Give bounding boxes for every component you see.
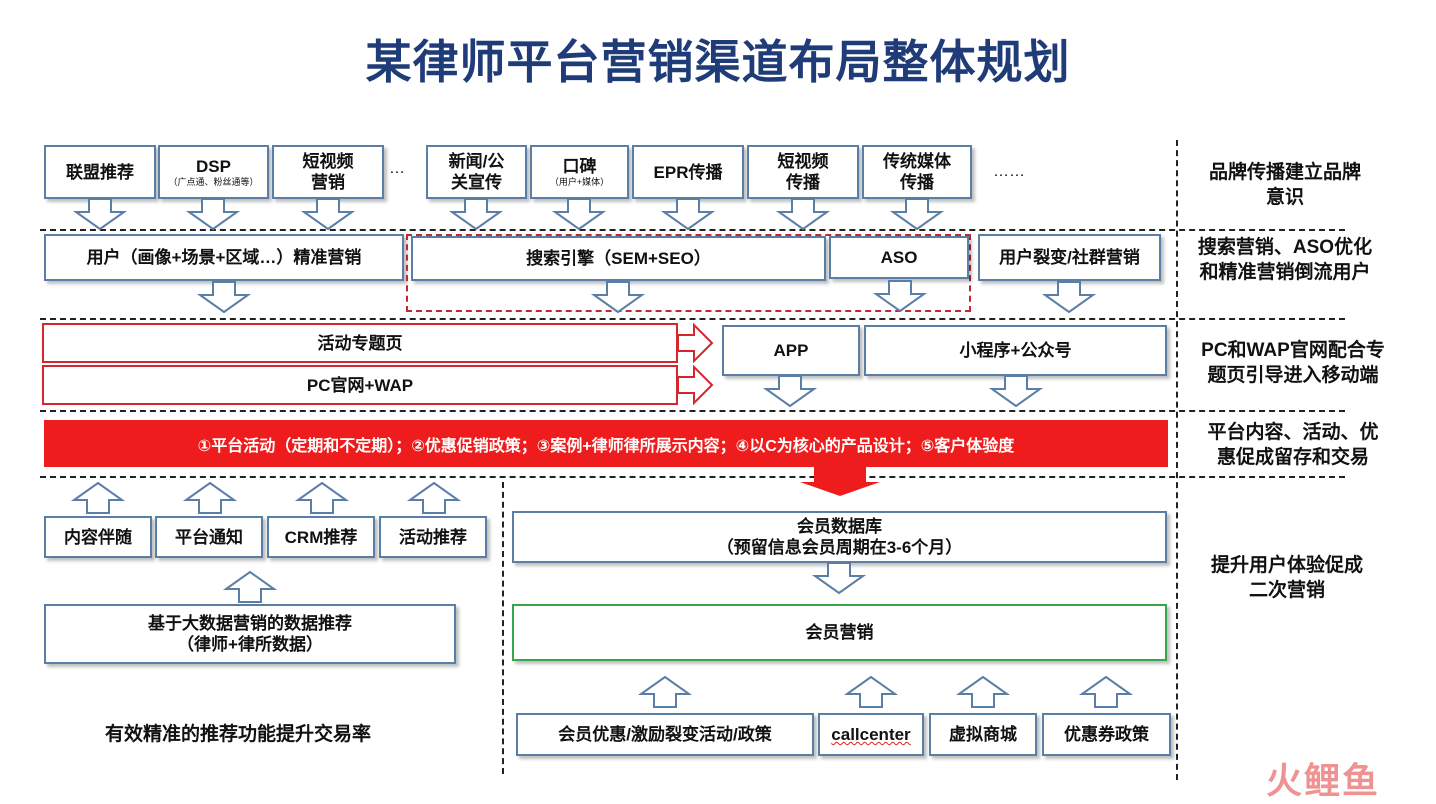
down-arrow (554, 198, 604, 230)
box-news-pr: 新闻/公 关宣传 (426, 145, 527, 199)
box-dsp-label: DSP (196, 157, 231, 176)
box-user-fission: 用户裂变/社群营销 (978, 234, 1161, 281)
box-campaign-page: 活动专题页 (42, 323, 678, 363)
ellipsis-left: … (389, 160, 405, 177)
red-down-arrow (800, 467, 880, 496)
box-aso: ASO (829, 236, 969, 279)
up-arrow (1081, 676, 1131, 708)
down-arrow (814, 562, 864, 594)
core-strategy-bar: ①平台活动（定期和不定期）；②优惠促销政策；③案例+律师律所展示内容；④以C为核… (44, 420, 1168, 467)
right-label-search: 搜索营销、ASO优化 和精准营销倒流用户 (1197, 237, 1373, 283)
box-platform-notice: 平台通知 (155, 516, 263, 558)
up-arrow (846, 676, 896, 708)
box-short-video-spread: 短视频 传播 (747, 145, 859, 199)
down-arrow (1044, 281, 1094, 313)
box-word-of-mouth-sub: （用户+媒体） (549, 177, 610, 187)
separator-bottom-vertical (502, 482, 504, 774)
up-arrow (73, 482, 123, 514)
box-app: APP (722, 325, 860, 376)
box-short-video-marketing: 短视频 营销 (272, 145, 384, 199)
box-word-of-mouth-label: 口碑 (562, 157, 597, 176)
footer-recommend-text: 有效精准的推荐功能提升交易率 (105, 724, 372, 745)
box-alliance-recommend: 联盟推荐 (44, 145, 156, 199)
box-virtual-mall: 虚拟商城 (929, 713, 1037, 756)
box-precision-marketing: 用户（画像+场景+区域…）精准营销 (44, 234, 404, 281)
down-arrow (75, 198, 125, 230)
ellipsis-right: …… (993, 163, 1025, 180)
box-content-companion: 内容伴随 (44, 516, 152, 558)
down-arrow (303, 198, 353, 230)
separator-right-vertical (1176, 140, 1178, 780)
down-arrow (875, 280, 925, 312)
box-bigdata-recommend: 基于大数据营销的数据推荐 （律师+律所数据） (44, 604, 456, 664)
box-activity-recommend: 活动推荐 (379, 516, 487, 558)
up-arrow (185, 482, 235, 514)
right-arrow (677, 366, 713, 404)
up-arrow (297, 482, 347, 514)
box-member-marketing: 会员营销 (512, 604, 1167, 661)
up-arrow (409, 482, 459, 514)
box-member-database: 会员数据库 （预留信息会员周期在3-6个月） (512, 511, 1167, 563)
down-arrow (991, 375, 1041, 407)
down-arrow (663, 198, 713, 230)
right-arrow (677, 324, 713, 362)
right-label-retention: 平台内容、活动、优 惠促成留存和交易 (1207, 422, 1379, 468)
down-arrow (451, 198, 501, 230)
separator-1 (40, 229, 1345, 231)
box-callcenter: callcenter (818, 713, 924, 756)
down-arrow (765, 375, 815, 407)
box-crm-recommend: CRM推荐 (267, 516, 375, 558)
separator-3 (40, 410, 1345, 412)
box-epr: EPR传播 (632, 145, 744, 199)
search-group-frame (406, 234, 971, 312)
up-arrow (640, 676, 690, 708)
right-label-experience: 提升用户体验促成 二次营销 (1210, 555, 1363, 601)
down-arrow (593, 281, 643, 313)
up-arrow (958, 676, 1008, 708)
box-member-discount: 会员优惠/激励裂变活动/政策 (516, 713, 814, 756)
box-dsp-sub: （广点通、粉丝通等） (168, 177, 259, 187)
down-arrow (199, 281, 249, 313)
down-arrow (892, 198, 942, 230)
down-arrow (188, 198, 238, 230)
box-callcenter-label: callcenter (831, 725, 911, 744)
box-pc-wap: PC官网+WAP (42, 365, 678, 405)
separator-4 (40, 476, 1345, 478)
box-coupon-policy: 优惠券政策 (1042, 713, 1171, 756)
page-title: 某律师平台营销渠道布局整体规划 (365, 36, 1071, 88)
right-label-brand: 品牌传播建立品牌 意识 (1208, 162, 1361, 208)
up-arrow (225, 571, 275, 603)
separator-2 (40, 318, 1345, 320)
right-label-pc-wap: PC和WAP官网配合专 题页引导进入移动端 (1201, 340, 1385, 386)
down-arrow (778, 198, 828, 230)
box-search-engine: 搜索引擎（SEM+SEO） (411, 236, 826, 281)
watermark-logo: 火鲤鱼 (1266, 760, 1381, 801)
box-word-of-mouth: 口碑 （用户+媒体） (530, 145, 629, 199)
